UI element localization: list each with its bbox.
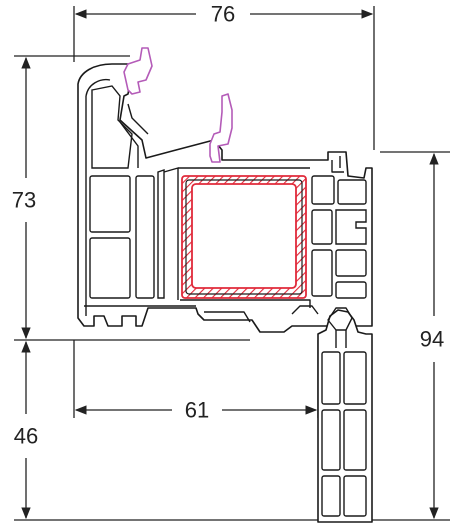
dim-label-top-width: 76 — [211, 2, 235, 27]
sash-profile — [77, 63, 373, 333]
dim-label-left-lower-height: 46 — [14, 424, 38, 449]
dimension-lines — [14, 6, 450, 521]
dim-label-inner-width: 61 — [185, 398, 209, 423]
gaskets — [123, 47, 233, 163]
glazing-gasket — [209, 93, 233, 163]
outer-gasket — [123, 47, 153, 95]
dim-label-left-upper-height: 73 — [12, 188, 36, 213]
dim-label-right-height: 94 — [420, 327, 444, 352]
frame-profile — [317, 307, 373, 523]
